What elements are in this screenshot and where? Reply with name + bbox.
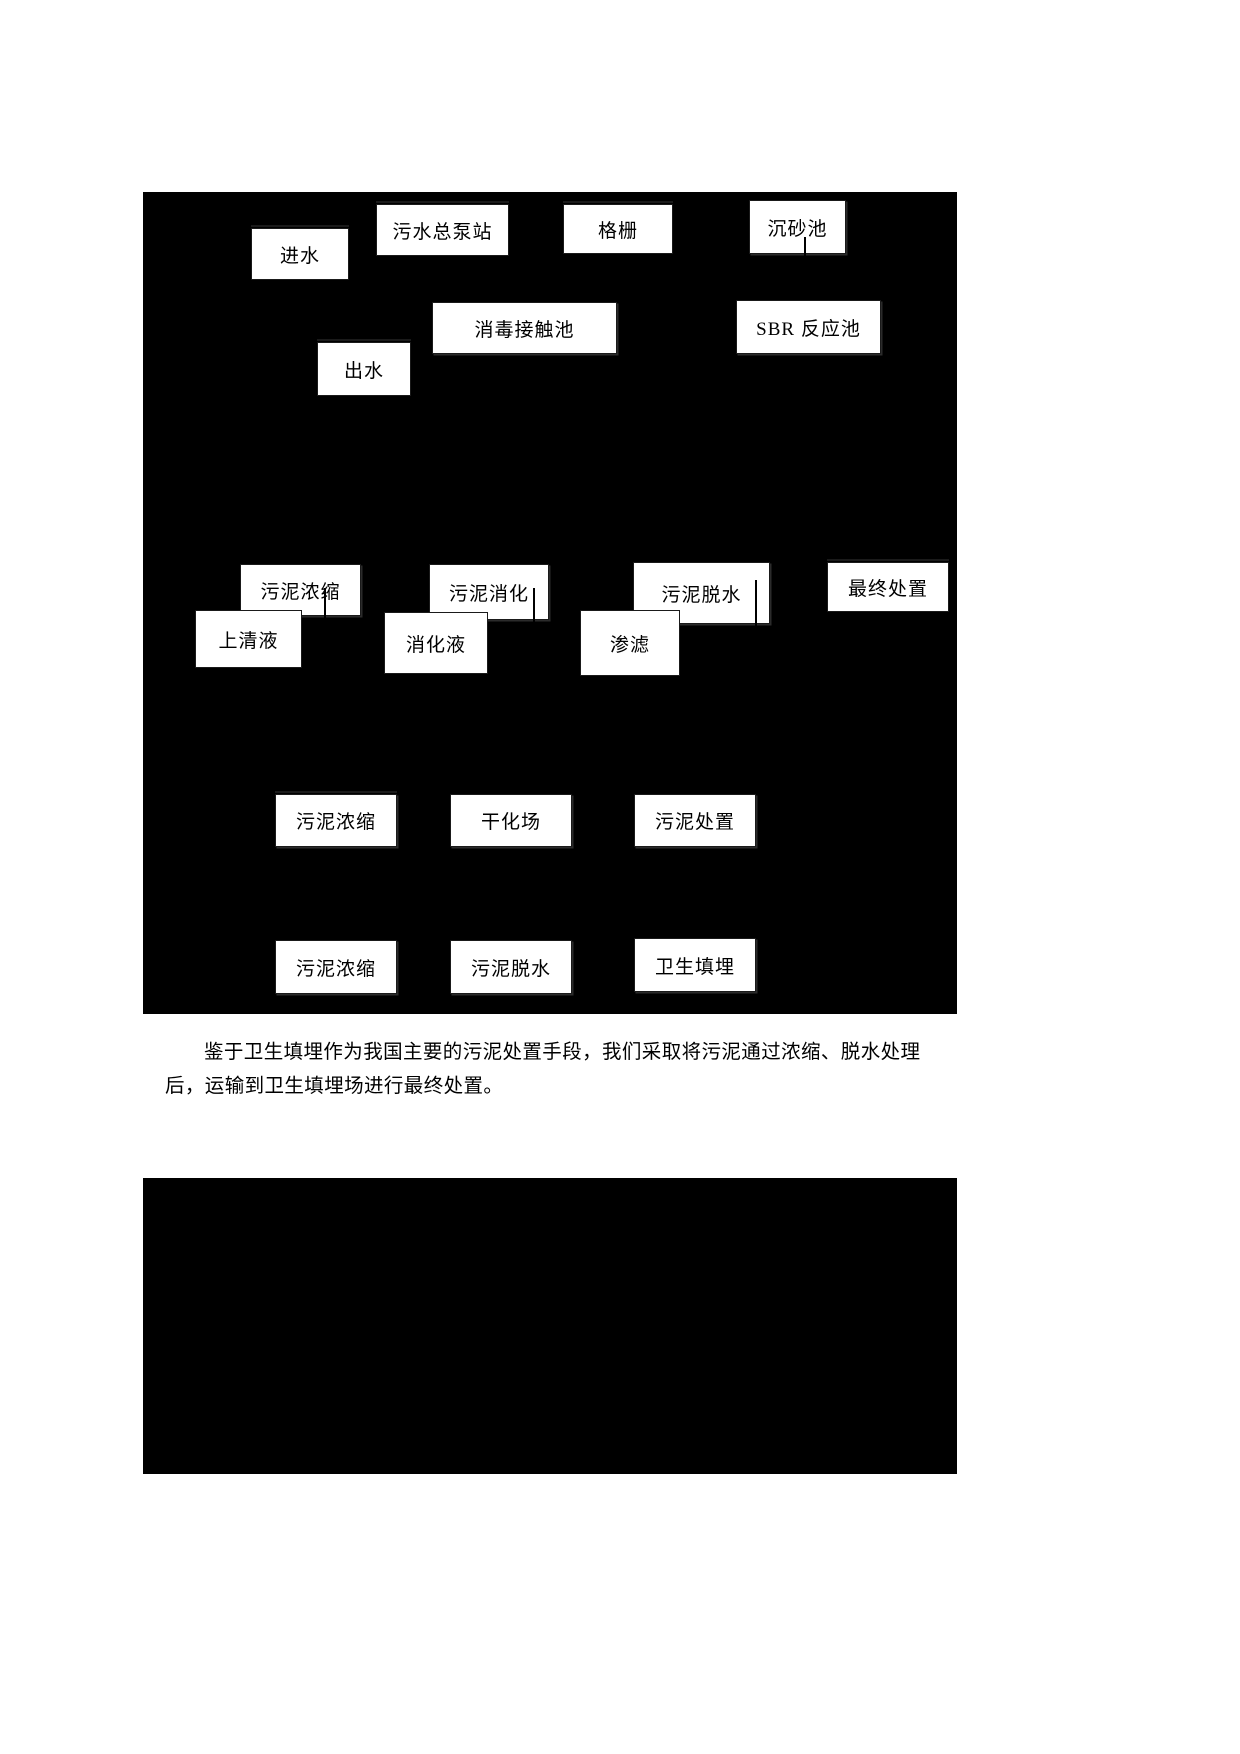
flow-node-label: 出水	[343, 360, 384, 382]
flow-node-label: 进水	[279, 245, 320, 267]
flow-node-label: SBR 反应池	[756, 318, 861, 340]
flow-node-grit-chamber[interactable]: 沉砂池	[749, 200, 846, 254]
flow-node-label: 沉砂池	[767, 218, 828, 240]
flow-node-sludge-thickening-2[interactable]: 污泥浓缩	[275, 791, 397, 847]
flow-node-label: 干化场	[480, 812, 541, 833]
flow-node-drying-field[interactable]: 干化场	[450, 794, 572, 847]
flow-node-label: 消毒接触池	[474, 319, 575, 341]
connector-digestion-to-digestate	[533, 588, 535, 636]
connector-dewatering-to-filtrate	[755, 580, 757, 642]
flow-node-label: 污泥浓缩	[260, 581, 341, 603]
flow-node-supernatant[interactable]: 上清液	[195, 610, 302, 668]
flow-node-label: 污泥浓缩	[295, 812, 376, 833]
flow-node-filtrate[interactable]: 渗滤	[580, 610, 680, 676]
caption-paragraph: 鉴于卫生填埋作为我国主要的污泥处置手段，我们采取将污泥通过浓缩、脱水处理后，运输…	[165, 1042, 921, 1097]
flow-node-label: 污泥脱水	[470, 958, 551, 980]
flow-diagram-canvas: 进水 污水总泵站 格栅 沉砂池 出水 消毒接触池 SBR 反应池 污泥浓缩	[143, 192, 957, 1014]
flow-node-sludge-thickening-1[interactable]: 污泥浓缩	[240, 564, 361, 616]
connector-thickening-to-supernatant	[324, 588, 326, 632]
flow-node-label: 格栅	[597, 220, 638, 242]
flow-node-label: 污泥消化	[448, 583, 529, 605]
flow-node-sludge-digestion[interactable]: 污泥消化	[429, 564, 549, 620]
flow-node-sludge-disposal[interactable]: 污泥处置	[634, 794, 756, 847]
flow-node-effluent[interactable]: 出水	[317, 339, 411, 396]
flow-node-label: 最终处置	[847, 578, 928, 600]
flow-node-label: 渗滤	[609, 634, 650, 656]
lower-black-block	[143, 1178, 957, 1474]
flow-node-final-disposal[interactable]: 最终处置	[827, 559, 949, 612]
flow-node-sanitary-landfill[interactable]: 卫生填埋	[634, 938, 756, 992]
flow-node-sludge-dewatering-2[interactable]: 污泥脱水	[450, 940, 572, 994]
flow-node-sbr-reactor[interactable]: SBR 反应池	[736, 300, 881, 354]
flow-node-intake[interactable]: 进水	[251, 225, 349, 280]
flow-node-label: 污水总泵站	[392, 221, 493, 243]
caption-band: 鉴于卫生填埋作为我国主要的污泥处置手段，我们采取将污泥通过浓缩、脱水处理后，运输…	[143, 1014, 957, 1178]
flow-node-digestate[interactable]: 消化液	[384, 612, 488, 674]
connector-grit-to-sbr	[804, 237, 806, 299]
flow-node-sludge-thickening-3[interactable]: 污泥浓缩	[275, 940, 397, 994]
flow-node-label: 污泥脱水	[661, 584, 742, 606]
flow-node-label: 上清液	[218, 630, 279, 652]
flow-node-sludge-dewatering-1[interactable]: 污泥脱水	[633, 562, 770, 624]
flow-node-label: 污泥浓缩	[295, 958, 376, 980]
flow-node-label: 污泥处置	[654, 812, 735, 833]
flow-node-grille[interactable]: 格栅	[563, 201, 673, 254]
flow-node-disinfection-contact-tank[interactable]: 消毒接触池	[432, 302, 617, 354]
flow-node-label: 消化液	[405, 634, 466, 656]
flow-node-label: 卫生填埋	[654, 956, 735, 978]
flow-node-sewage-pump-station[interactable]: 污水总泵站	[376, 201, 509, 256]
